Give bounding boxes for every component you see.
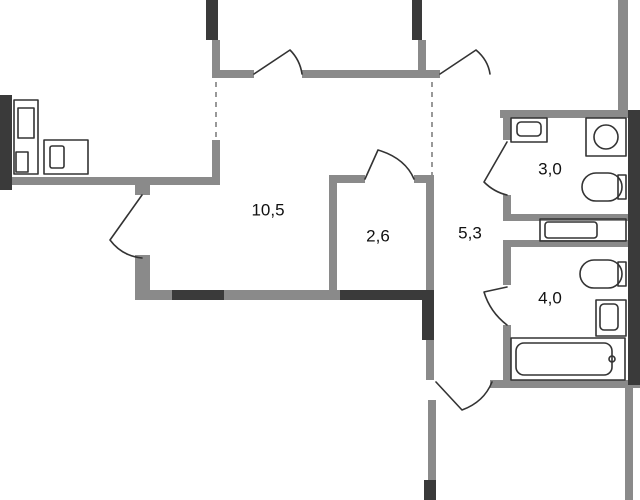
- bathtub-icon: [539, 218, 627, 242]
- washing-machine-icon: [585, 117, 627, 157]
- wall-kitchen-right-stub: [150, 177, 220, 185]
- wall-top-right-column: [412, 0, 422, 40]
- wall-storage-top-right: [414, 175, 434, 183]
- wall-hall-bottom-dark-b: [340, 290, 425, 300]
- wall-corridor-left-lower: [428, 400, 436, 500]
- wall-kitchen-bottom: [10, 177, 150, 185]
- wall-storage-right: [426, 175, 434, 300]
- sink-icon: [595, 299, 627, 337]
- toilet-icon: [581, 172, 627, 202]
- room-labels: 10,5 2,6 5,3 3,0 4,0: [251, 159, 561, 307]
- wall-exterior-right-top: [618, 0, 628, 110]
- doors: [109, 49, 508, 411]
- door-bathroom-lower: [483, 286, 508, 326]
- wall-exterior-right: [628, 110, 640, 385]
- wall-corridor-bottom-right: [490, 380, 640, 388]
- door-storage: [364, 149, 415, 180]
- bathtub-icon: [510, 337, 626, 381]
- fixtures: [13, 99, 627, 381]
- wall-bedroom-bottom-right: [302, 70, 426, 78]
- kitchen-sink-icon: [43, 139, 89, 175]
- wall-kitchen-right: [212, 140, 220, 185]
- wall-bath-upper-left: [503, 110, 511, 140]
- wall-bath-divider-b: [503, 240, 633, 247]
- wall-storage-top-left: [329, 175, 365, 183]
- wall-exterior-left: [0, 95, 12, 190]
- door-bedroom-a: [253, 49, 303, 75]
- wall-bath-upper-left-lower: [503, 195, 511, 220]
- door-corridor-exit: [435, 381, 493, 411]
- wall-bedroom-right: [418, 40, 426, 78]
- wall-bath-lower-left-bottom: [503, 325, 511, 385]
- door-entrance: [109, 194, 143, 259]
- room-area-storage: 2,6: [366, 226, 390, 245]
- door-bathroom-upper: [483, 141, 508, 196]
- sink-icon: [510, 117, 548, 143]
- stove-icon: [13, 99, 39, 175]
- wall-right-column-lower: [625, 388, 633, 500]
- wall-corridor-left-bottom-dark: [424, 480, 436, 500]
- wall-hall-bottom-dark-a: [172, 290, 224, 300]
- wall-hall-bottom: [135, 290, 425, 300]
- room-area-bathroom-upper: 3,0: [538, 159, 562, 178]
- wall-top-left-column: [206, 0, 218, 40]
- wall-bedroom-left: [212, 40, 220, 78]
- room-area-hall: 10,5: [251, 200, 284, 219]
- wall-bath-lower-left: [503, 240, 511, 285]
- door-bedroom-b: [439, 49, 491, 75]
- wall-storage-left: [329, 175, 337, 293]
- wall-bath-upper-top: [500, 110, 640, 118]
- wall-bath-divider: [503, 214, 633, 221]
- toilet-icon: [579, 259, 627, 289]
- wall-hall-left-top: [135, 177, 150, 195]
- room-area-corridor: 5,3: [458, 223, 482, 242]
- room-area-bathroom-lower: 4,0: [538, 288, 562, 307]
- wall-top-right-room-bottom: [426, 70, 440, 78]
- wall-corridor-left-dark: [422, 290, 434, 340]
- wall-hall-left-bottom: [135, 255, 150, 300]
- wall-bedroom-bottom-left: [212, 70, 254, 78]
